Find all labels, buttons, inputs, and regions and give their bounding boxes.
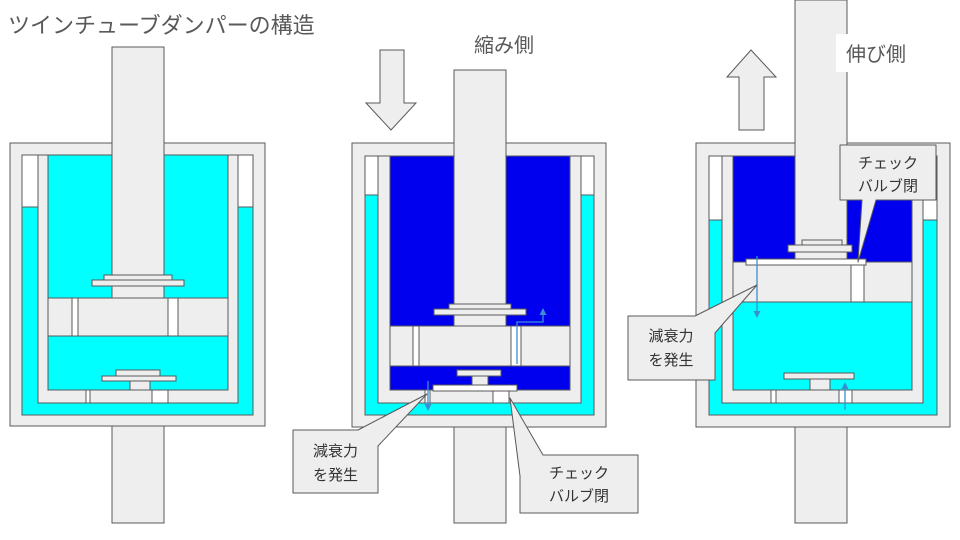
base-valve-orifice [770,389,777,404]
arrow-head-icon [539,308,547,315]
lower-mount [111,425,165,524]
callout-line: チェック [858,154,918,172]
up-arrow-icon [725,49,778,131]
piston-orifice [850,261,865,303]
piston-orifice [510,325,522,367]
callout-line: バルブ閉 [549,487,609,505]
compression-label: 縮み側 [474,33,534,57]
callout-bubble [839,144,937,263]
piston-valve-plate [787,244,853,253]
diagram-title: ツインチューブダンパーの構造 [8,14,315,39]
callout-damping-force: 減衰力 を発生 [627,284,758,381]
callout-line: 減衰力 [648,327,693,345]
piston-valve-washer [801,239,843,246]
arrow-head-icon [753,311,761,318]
piston-valve-washer [448,303,512,310]
base-check-valve-plate [432,384,518,392]
piston [389,325,571,367]
base-valve-plate [101,375,177,382]
callout-line: 減衰力 [313,442,358,460]
piston-flow-arrow [516,314,544,364]
extension-label: 伸び側 [846,42,906,66]
piston-valve-washer [103,274,173,281]
base-valve-stem [129,380,151,391]
base-valve-washer [456,369,502,377]
base-valve-orifice [85,389,91,404]
callout-line: を発生 [648,351,693,369]
callout-bubble [627,284,758,381]
base-valve-plate [783,372,855,380]
callout-line: チェック [549,464,609,482]
piston-rod [453,69,507,327]
callout-bubble [292,393,428,494]
label-background [836,34,916,72]
base-valve-stem [809,378,831,391]
piston-valve-plate [433,308,527,316]
piston-orifice [71,297,79,337]
lower-mount [794,426,848,524]
piston-valve-plate [91,279,185,287]
piston [732,261,913,303]
damper-static [9,46,266,524]
lower-mount [453,426,507,524]
piston-rod [111,46,165,299]
piston-orifice [412,325,420,367]
damper-compression: 縮み側 減衰力 を発生 チェック バルブ閉 [292,33,639,524]
base-valve-orifice [492,389,510,404]
callout-damping-force: 減衰力 を発生 [292,393,428,494]
piston-check-valve-plate [745,258,867,266]
arrow-head-icon [424,404,432,411]
damper-extension: 伸び側 チェック バルブ閉 減衰力 を発生 [627,0,951,524]
arrow-head-icon [841,382,849,389]
base-valve-orifice [151,389,169,404]
callout-bubble [509,397,639,514]
callout-check-valve-closed: チェック バルブ閉 [509,397,639,514]
callout-check-valve-closed: チェック バルブ閉 [839,144,937,263]
piston-orifice [167,297,179,337]
down-arrow-icon [364,49,418,131]
base-valve-washer [115,369,161,377]
callout-line: を発生 [313,466,358,484]
base-valve-stem [471,375,489,386]
callout-line: バルブ閉 [858,177,918,195]
